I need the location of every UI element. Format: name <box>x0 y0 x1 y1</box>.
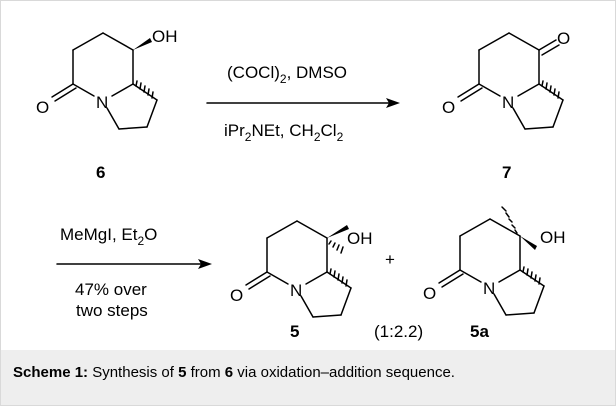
atom-o: O <box>36 98 49 117</box>
caption-text-1: Synthesis of <box>88 364 179 381</box>
atom-o: O <box>230 286 243 305</box>
arrowhead-step2 <box>198 259 212 269</box>
arrowhead-step1 <box>386 98 400 108</box>
caption-prefix: Scheme 1: <box>13 364 89 381</box>
caption-compound-6: 6 <box>224 364 234 381</box>
reagent-grignard: MeMgI, Et2O <box>60 225 157 248</box>
product-ratio: (1:2.2) <box>374 322 423 341</box>
reagent-oxalyl-chloride: (COCl)2, DMSO <box>227 63 347 86</box>
atom-n: N <box>502 93 514 112</box>
caption-compound-5: 5 <box>178 364 187 381</box>
caption-text-3: via oxidation–addition sequence. <box>233 364 455 381</box>
caption-text-2: from <box>186 364 225 381</box>
atom-o: O <box>442 98 455 117</box>
compound-label-5a: 5a <box>470 322 489 341</box>
molecule-6 <box>51 32 158 130</box>
atom-n: N <box>290 281 302 300</box>
atom-o: O <box>423 284 436 303</box>
molecule-5a <box>438 206 545 316</box>
atom-oh: OH <box>347 229 373 248</box>
compound-label-7: 7 <box>502 163 511 182</box>
caption-band <box>1 350 615 405</box>
compound-label-5: 5 <box>290 322 299 341</box>
yield-line-1: 47% over <box>75 280 147 299</box>
atom-oh: OH <box>152 27 178 46</box>
atom-n: N <box>483 279 495 298</box>
scheme-caption: Scheme 1: Synthesis of 5 from 6 via oxid… <box>13 363 455 383</box>
reagent-base-solvent: iPr2NEt, CH2Cl2 <box>224 121 344 144</box>
atom-o-ketone: O <box>557 29 570 48</box>
atom-oh: OH <box>540 228 566 247</box>
compound-label-6: 6 <box>96 163 105 182</box>
molecule-5 <box>245 220 352 318</box>
yield-line-2: two steps <box>76 301 148 320</box>
molecule-7 <box>457 32 564 130</box>
plus-sign: + <box>385 250 395 269</box>
atom-n: N <box>96 93 108 112</box>
